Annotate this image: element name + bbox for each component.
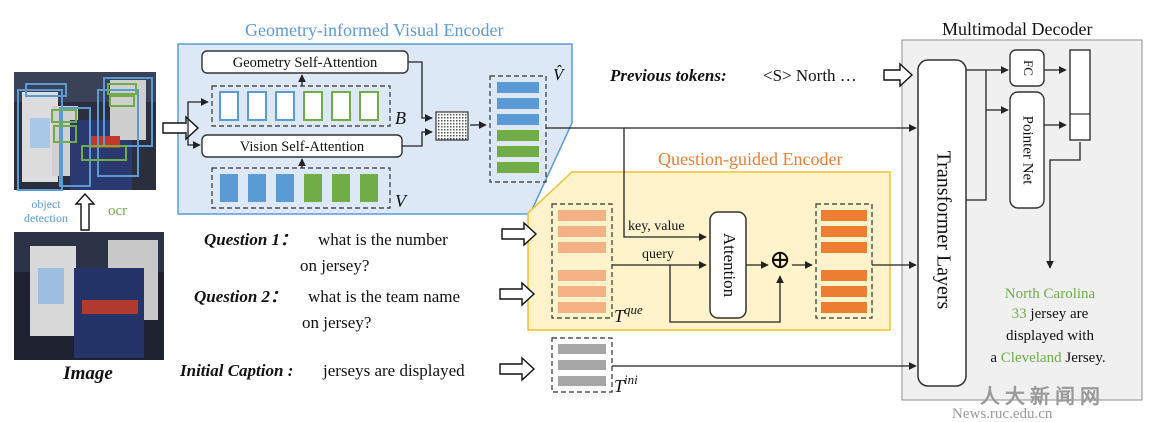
geometry-token	[275, 91, 295, 121]
question-tokens	[558, 210, 606, 313]
fused-token	[821, 226, 867, 237]
query-label: query	[642, 247, 674, 262]
vision-token	[220, 174, 238, 202]
vision-token	[360, 174, 378, 202]
question-1-line-2: on jersey?	[300, 256, 369, 275]
up-arrow-icon	[74, 192, 96, 231]
geometry-token	[219, 91, 239, 121]
geometry-encoder-arrows	[187, 61, 487, 168]
question-2-line-1: what is the team name	[308, 287, 460, 306]
question-token	[558, 210, 606, 221]
question-encoder-title: Question-guided Encoder	[658, 149, 842, 169]
symbol-v: V	[395, 191, 408, 211]
v-hat-token-group	[489, 75, 547, 183]
fused-token	[821, 242, 867, 253]
question-token	[558, 302, 606, 313]
fc-label: FC	[1021, 60, 1036, 76]
vision-token-group	[211, 167, 391, 209]
question-token	[558, 286, 606, 297]
vision-token	[332, 174, 350, 202]
key-value-label: key, value	[628, 219, 685, 234]
vision-token	[248, 174, 266, 202]
question-token	[558, 226, 606, 237]
watermark-line-1: 人 大 新 闻 网	[980, 384, 1100, 408]
fused-question-tokens	[821, 210, 867, 313]
v-hat-token	[497, 114, 539, 125]
fused-question-token-group	[815, 203, 873, 319]
caption-arrow-icon	[499, 356, 536, 382]
geometry-token	[331, 91, 351, 121]
caption-tokens	[558, 344, 606, 386]
geometry-encoder-title: Geometry-informed Visual Encoder	[245, 20, 504, 40]
question-2-label: Question 2：	[194, 287, 287, 306]
image-label: Image	[62, 363, 113, 384]
output-line-3: displayed with	[1006, 328, 1094, 344]
symbol-b: B	[395, 108, 406, 128]
connection-arrows	[546, 66, 1081, 370]
v-hat-token	[497, 162, 539, 173]
geometry-token	[303, 91, 323, 121]
source-image	[14, 232, 164, 360]
fused-token	[821, 270, 867, 281]
question-encoder-panel	[527, 171, 891, 331]
caption-token	[558, 360, 606, 370]
fused-token	[821, 286, 867, 297]
question-1-arrow-icon	[501, 221, 538, 247]
object-detection-label-1: object	[31, 197, 61, 211]
pointer-net-box	[1009, 91, 1045, 209]
geometry-tokens	[219, 91, 379, 121]
decoder-title: Multimodal Decoder	[942, 19, 1092, 39]
question-1-label: Question 1：	[204, 230, 297, 249]
caption-token	[558, 376, 606, 386]
pointer-net-label: Pointer Net	[1020, 116, 1036, 186]
v-hat-token	[497, 146, 539, 157]
question-2-line-2: on jersey?	[302, 313, 371, 332]
transformer-layers-box	[917, 59, 967, 387]
question-1-line-1: what is the number	[318, 230, 448, 249]
output-vector	[1069, 49, 1091, 141]
previous-tokens-value: <S> North …	[763, 66, 857, 85]
output-line-1: North Carolina	[1005, 286, 1096, 302]
output-line-2: 33 jersey are	[1012, 306, 1089, 322]
geometry-self-attention-label: Geometry Self-Attention	[233, 55, 378, 71]
ocr-label: ocr	[108, 203, 127, 219]
caption-label: Initial Caption :	[179, 361, 293, 380]
vision-self-attention-label: Vision Self-Attention	[240, 139, 365, 155]
fused-token	[821, 302, 867, 313]
oplus-icon: ⊕	[769, 245, 791, 274]
caption-token	[558, 344, 606, 354]
geometry-token	[247, 91, 267, 121]
visual-input-arrow-icon	[162, 115, 200, 141]
geometry-token-group	[211, 85, 391, 127]
watermark-line-2: News.ruc.edu.cn	[952, 406, 1053, 422]
question-token-group	[551, 203, 613, 319]
fusion-grid-icon	[435, 111, 469, 141]
symbol-v-hat: V̂	[553, 65, 566, 84]
v-hat-tokens	[497, 82, 539, 173]
object-detection-label-2: detection	[24, 211, 68, 225]
v-hat-token	[497, 98, 539, 109]
question-token	[558, 270, 606, 281]
symbol-t-que: Tque	[614, 302, 643, 326]
previous-tokens-arrow-icon	[883, 62, 914, 88]
question-token	[558, 242, 606, 253]
question-2-arrow-icon	[499, 281, 536, 307]
transformer-layers-label: Transformer Layers	[932, 151, 954, 310]
geometry-token	[359, 91, 379, 121]
fused-token	[821, 210, 867, 221]
fc-box	[1009, 49, 1045, 87]
output-line-4: a Cleveland Jersey.	[990, 350, 1105, 366]
caption-token-group	[551, 337, 613, 393]
previous-tokens-label: Previous tokens:	[609, 66, 727, 85]
attention-label: Attention	[720, 233, 739, 298]
v-hat-token	[497, 82, 539, 93]
vision-tokens	[220, 174, 378, 202]
vision-token	[276, 174, 294, 202]
vision-token	[304, 174, 322, 202]
detection-image	[14, 72, 156, 191]
symbol-t-ini: Tini	[614, 372, 638, 396]
caption-text: jerseys are displayed	[322, 361, 465, 380]
v-hat-token	[497, 130, 539, 141]
